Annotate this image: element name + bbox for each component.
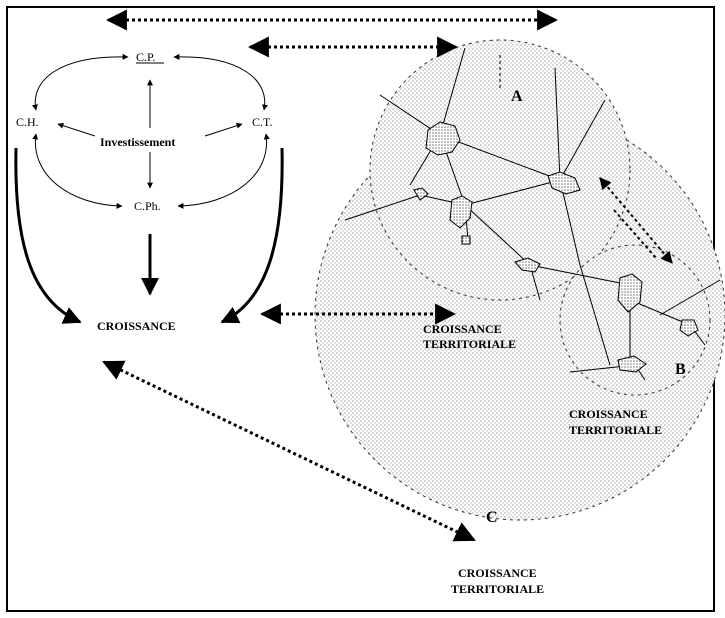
territorial-c-line1: CROISSANCE	[458, 566, 537, 580]
city-shape	[617, 273, 643, 313]
city-shape	[617, 355, 647, 373]
city-shape	[514, 257, 541, 273]
territorial-b-line2: TERRITORIALE	[569, 423, 662, 437]
node-investissement: Investissement	[100, 135, 175, 149]
node-croissance: CROISSANCE	[97, 319, 176, 333]
territorial-c-line2: TERRITORIALE	[451, 582, 544, 596]
city-shape	[449, 195, 473, 229]
zone-b-label: B	[675, 361, 686, 378]
city-shapes	[413, 121, 699, 373]
city-shape	[679, 319, 699, 337]
city-shape	[413, 187, 429, 201]
network-lines	[344, 47, 721, 381]
cycle-diagram	[14, 53, 284, 324]
node-cp: C.P.	[136, 50, 155, 64]
city-shape	[547, 171, 581, 195]
territorial-b-line1: CROISSANCE	[569, 407, 648, 421]
node-ct: C.T.	[252, 115, 272, 129]
city-shape	[461, 235, 471, 245]
zone-a-label: A	[511, 88, 523, 105]
node-ch: C.H.	[16, 115, 39, 129]
dotted-arrows	[102, 9, 673, 542]
territorial-main-line1: CROISSANCE	[423, 322, 502, 336]
territorial-main-line2: TERRITORIALE	[423, 337, 516, 351]
city-shape	[425, 121, 461, 156]
zone-c-label: C	[486, 509, 498, 526]
node-cph: C.Ph.	[134, 199, 161, 213]
zone-a-circle	[369, 39, 631, 301]
